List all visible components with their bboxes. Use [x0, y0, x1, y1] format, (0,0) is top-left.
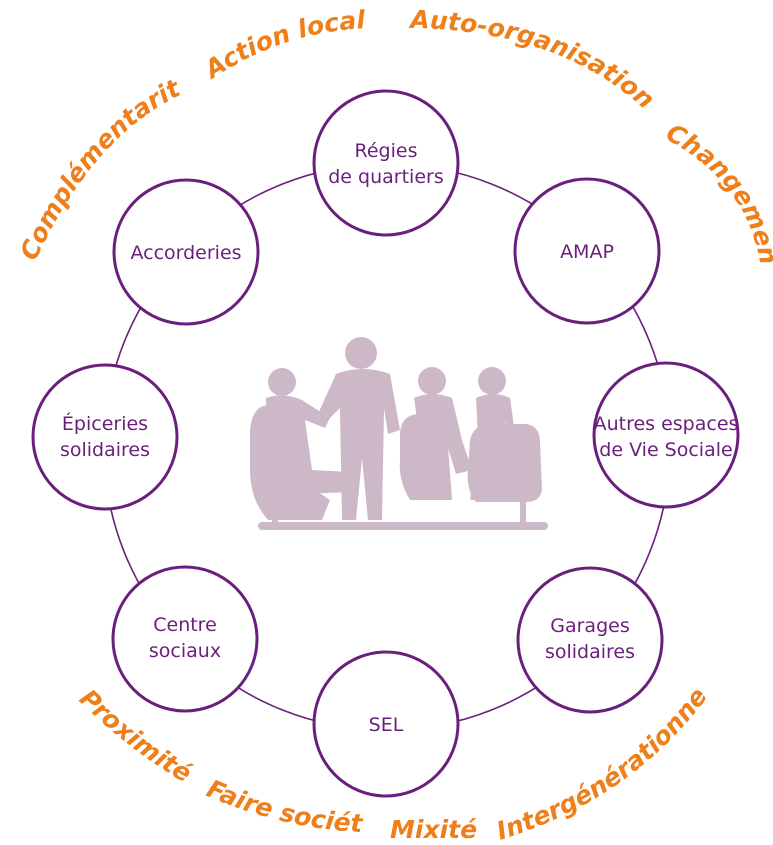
node-label-line-2: sociaux — [149, 640, 221, 662]
node-label-line-1: Garages — [550, 615, 629, 637]
value-word-action-locale: Action locale — [0, 0, 366, 85]
value-word-mixite: Mixité — [390, 815, 477, 844]
node-epiceries-solidaires: Épiceries solidaires — [31, 363, 179, 511]
node-accorderies: Accorderies — [112, 178, 260, 326]
people-meeting-silhouette-icon — [250, 337, 548, 530]
node-label-line-2: de quartiers — [328, 166, 443, 188]
node-label-line-1: Centre — [153, 614, 217, 636]
node-label-line-2: solidaires — [545, 641, 635, 663]
node-amap: AMAP — [513, 177, 661, 325]
node-garages-solidaires: Garages solidaires — [516, 566, 664, 714]
node-autres-espaces-de-vie-sociale: Autres espaces de Vie Sociale — [592, 361, 740, 509]
node-sel: SEL — [312, 650, 460, 798]
node-label-line-2: solidaires — [60, 439, 150, 461]
node-label-line-1: Régies — [355, 140, 418, 162]
node-label-line-2: de Vie Sociale — [599, 439, 732, 461]
node-label-line-1: Épiceries — [62, 412, 148, 435]
node-label-line-1: Accorderies — [130, 242, 241, 264]
node-centre-sociaux: Centre sociaux — [111, 565, 259, 713]
node-label-line-1: Autres espaces — [594, 413, 739, 435]
node-regies-de-quartiers: Régies de quartiers — [312, 89, 460, 237]
node-label-line-1: AMAP — [560, 241, 614, 263]
node-label-line-1: SEL — [369, 714, 404, 736]
value-word-auto-organisation: Auto-organisation — [408, 5, 660, 114]
